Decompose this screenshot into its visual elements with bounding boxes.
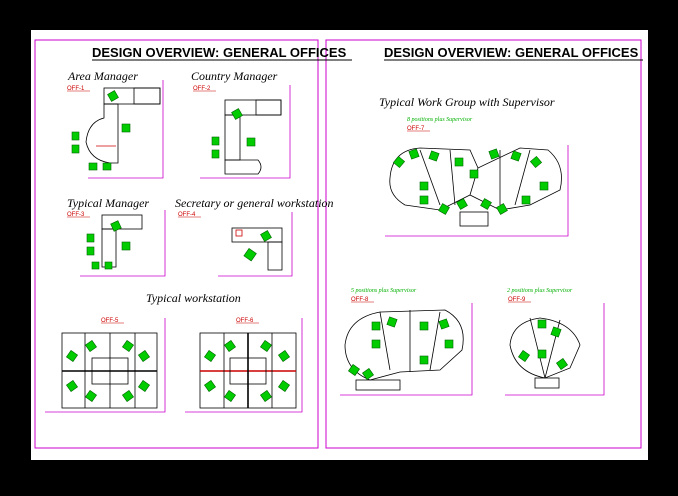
- off9-code: OFF-9: [508, 297, 526, 303]
- right-panel-frame: [325, 39, 642, 449]
- off2-code: OFF-2: [193, 86, 211, 92]
- off4-code: OFF-4: [178, 212, 196, 218]
- typical-manager-plan: [80, 210, 166, 277]
- secretary-chairs: [243, 230, 272, 262]
- secretary-label: Secretary or general workstation: [175, 196, 334, 210]
- off8-chairs: [348, 316, 454, 380]
- off8-code: OFF-8: [351, 297, 369, 303]
- off7-note: 8 positions plus Supervisor: [407, 117, 473, 123]
- off3-code: OFF-3: [67, 212, 85, 218]
- left-panel-frame: [34, 39, 319, 449]
- off5-cluster: [45, 318, 166, 413]
- off6-chairs: [204, 340, 290, 402]
- secretary-plan: [218, 212, 293, 277]
- typical-manager-label: Typical Manager: [67, 196, 149, 210]
- area-manager-chairs: [71, 90, 131, 171]
- off5-code: OFF-5: [101, 318, 119, 324]
- off7-code: OFF-7: [407, 126, 425, 132]
- country-manager-plan: [200, 85, 291, 179]
- country-manager-label: Country Manager: [191, 69, 278, 83]
- off7-chairs: [392, 148, 549, 215]
- off5-chairs: [66, 340, 150, 402]
- off7-cluster: [385, 145, 569, 237]
- left-sheet-title: DESIGN OVERVIEW: GENERAL OFFICES: [92, 45, 347, 60]
- typical-manager-chairs: [86, 220, 131, 270]
- work-group-label: Typical Work Group with Supervisor: [379, 95, 555, 109]
- off1-code: OFF-1: [67, 86, 85, 92]
- off8-cluster: [340, 303, 473, 396]
- country-manager-chairs: [211, 108, 256, 159]
- right-sheet-title: DESIGN OVERVIEW: GENERAL OFFICES: [384, 45, 639, 60]
- off6-code: OFF-6: [236, 318, 254, 324]
- off8-note: 5 positions plus Supervisor: [351, 288, 417, 294]
- off9-chairs: [518, 319, 568, 370]
- off6-cluster: [185, 318, 303, 413]
- off9-note: 2 positions plus Supervisor: [507, 288, 573, 294]
- typical-workstation-label: Typical workstation: [146, 291, 241, 305]
- area-manager-label: Area Manager: [67, 69, 138, 83]
